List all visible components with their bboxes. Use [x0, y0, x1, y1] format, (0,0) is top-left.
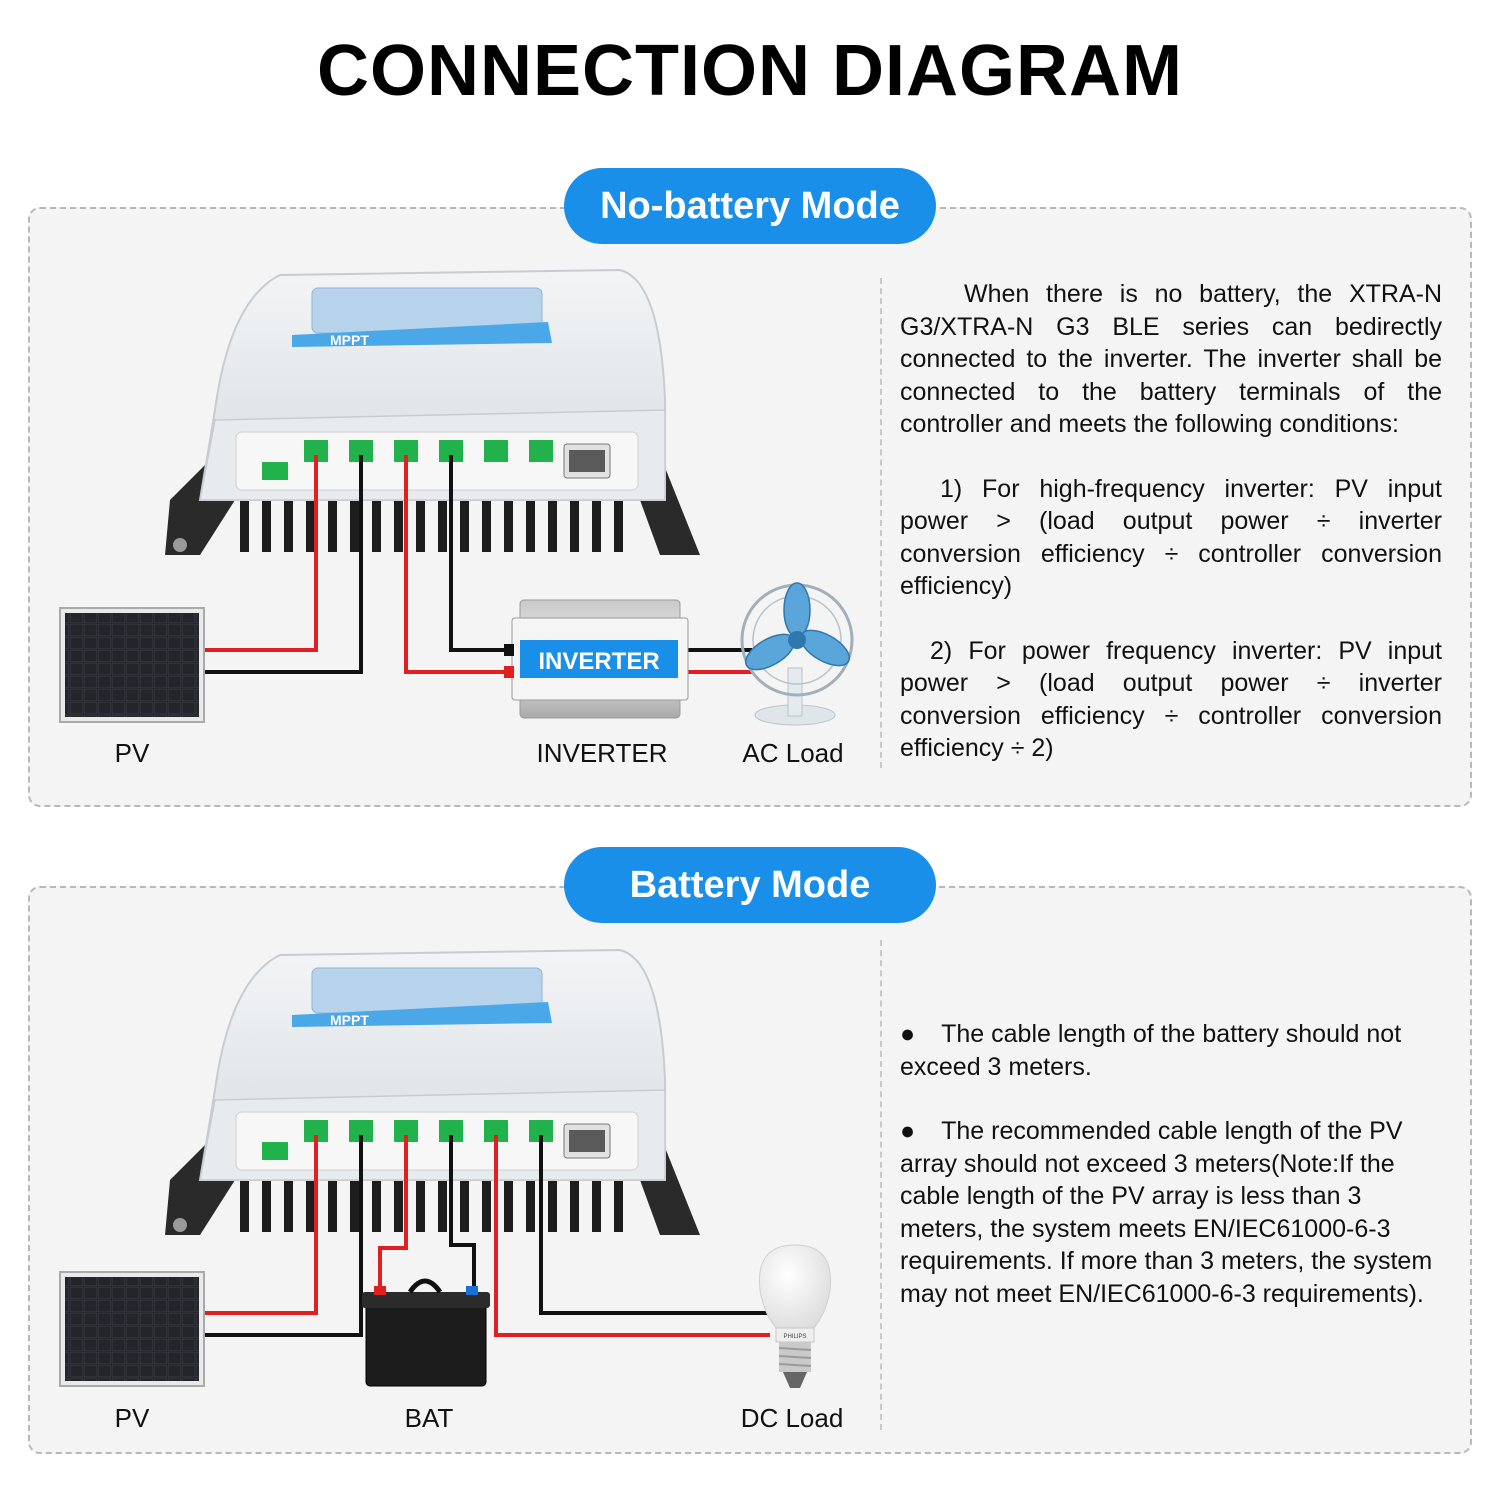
- label-dc-load: DC Load: [740, 1403, 844, 1433]
- divider: [880, 278, 882, 768]
- condition-high-frequency: 1) For high-frequency inverter: PV input…: [900, 474, 1442, 601]
- battery-note: ●The cable length of the battery should …: [900, 1018, 1442, 1083]
- label-ac-load: AC Load: [742, 738, 844, 768]
- description-paragraph: When there is no battery, the XTRA-N G3/…: [900, 280, 1442, 438]
- battery-notes: ●The cable length of the battery should …: [900, 1018, 1442, 1342]
- label-inverter: INVERTER: [536, 738, 668, 768]
- bullet-icon: ●: [900, 1020, 916, 1048]
- mppt-label: MPPT: [330, 332, 369, 348]
- terminals: [262, 1120, 611, 1160]
- controller-top: MPPT: [165, 268, 700, 555]
- fan-icon: [740, 582, 854, 726]
- label-bat: BAT: [404, 1403, 454, 1433]
- wires: [205, 455, 752, 674]
- battery-note: ●The recommended cable length of the PV …: [900, 1115, 1442, 1310]
- solar-panel: [59, 607, 205, 723]
- page-title: CONNECTION DIAGRAM: [317, 31, 1183, 111]
- condition-power-frequency: 2) For power frequency inverter: PV inpu…: [900, 636, 1442, 763]
- wires: [205, 1135, 770, 1337]
- battery-mode-heading: Battery Mode: [564, 847, 936, 923]
- inverter-badge: INVERTER: [538, 648, 659, 675]
- divider: [880, 940, 882, 1430]
- terminals: [262, 440, 611, 480]
- label-pv: PV: [114, 1403, 150, 1433]
- mppt-label: MPPT: [330, 1012, 369, 1028]
- inverter: INVERTER: [504, 599, 689, 719]
- no-battery-mode-heading: No-battery Mode: [564, 168, 936, 244]
- solar-panel: [59, 1271, 205, 1387]
- controller-top: MPPT: [165, 948, 700, 1235]
- light-bulb-icon: PHILIPS: [758, 1244, 832, 1388]
- battery-note-text: The recommended cable length of the PV a…: [900, 1117, 1433, 1308]
- battery-note-text: The cable length of the battery should n…: [900, 1020, 1402, 1081]
- no-battery-description: When there is no battery, the XTRA-N G3/…: [900, 278, 1442, 797]
- label-pv: PV: [114, 738, 150, 768]
- battery-icon: [362, 1278, 490, 1387]
- bullet-icon: ●: [900, 1117, 916, 1145]
- bulb-brand: PHILIPS: [783, 1334, 806, 1340]
